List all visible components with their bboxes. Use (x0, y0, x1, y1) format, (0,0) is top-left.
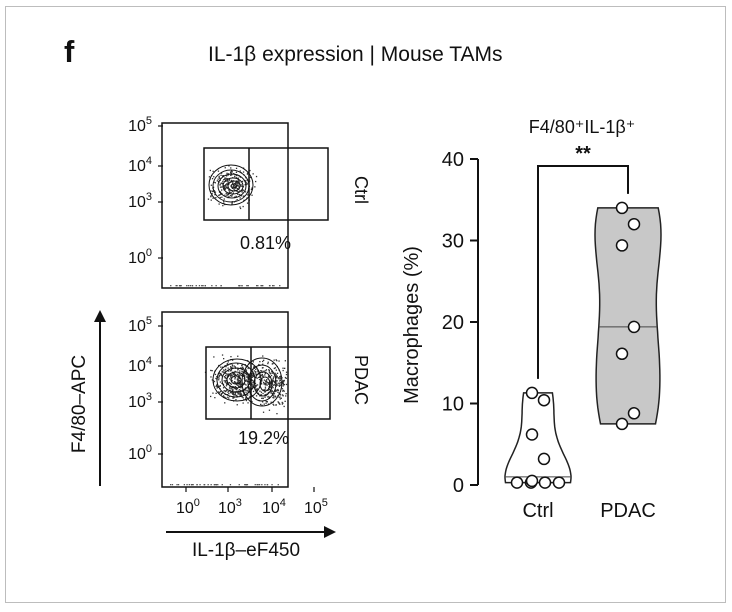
contour-plot (208, 164, 254, 206)
y-axis-label: Macrophages (%) (401, 246, 423, 404)
flow-x-axis-arrow (166, 526, 336, 538)
y-tick-label: 103 (128, 391, 152, 411)
y-tick-group: 105 104 103 100 (128, 115, 163, 267)
x-tick-labels: Ctrl PDAC (522, 500, 655, 522)
gate-rectangle (203, 147, 329, 221)
bracket-line (537, 165, 629, 379)
data-point (537, 452, 551, 466)
data-point (627, 407, 641, 420)
data-points (510, 201, 641, 489)
y-tick-label: 103 (128, 191, 152, 211)
data-point (552, 476, 566, 489)
violin-body-pdac (594, 207, 662, 425)
flow-x-axis-label: IL-1β–eF450 (192, 540, 300, 561)
data-point (510, 476, 524, 489)
y-tick-label: 105 (128, 115, 152, 135)
flow-y-axis-label: F4/80–APC (69, 355, 90, 453)
contour-plot (212, 357, 283, 407)
data-point (615, 347, 629, 361)
y-tick-label: 100 (128, 443, 152, 463)
data-point (627, 320, 641, 334)
y-tick-group: 105 104 103 100 (128, 315, 163, 463)
data-point (525, 428, 539, 441)
flow-y-axis-arrow (94, 310, 106, 486)
data-point (615, 417, 629, 431)
data-point (615, 239, 629, 252)
data-point (615, 201, 629, 215)
flow-plot-frame (161, 122, 289, 289)
sample-label: Ctrl (351, 176, 371, 204)
flow-plot-ctrl: 105 104 103 100 0.81% Ctrl (128, 115, 371, 289)
significance-label: ** (575, 143, 591, 165)
x-tick-label: 104 (262, 497, 286, 517)
chart-title: F4/80⁺IL-1β⁺ (529, 117, 635, 137)
y-tick-label: 10 (442, 394, 464, 416)
y-tick-label: 104 (128, 155, 152, 175)
y-tick-label: 100 (128, 247, 152, 267)
significance-bracket (537, 165, 629, 379)
x-tick-label: 105 (304, 497, 328, 517)
data-point (525, 474, 539, 488)
y-tick-label: 0 (453, 475, 464, 497)
y-tick-label: 40 (442, 149, 464, 171)
x-tick-label: 103 (218, 497, 242, 517)
y-tick-label: 105 (128, 315, 152, 335)
data-point (537, 393, 551, 407)
y-tick-label: 104 (128, 355, 152, 375)
y-tick-group: 0 10 20 30 40 (442, 149, 478, 497)
event-dots (170, 165, 281, 287)
data-point (538, 476, 552, 489)
violin-body-ctrl (504, 392, 572, 484)
gate-percent: 0.81% (240, 233, 291, 253)
y-tick-label: 30 (442, 231, 464, 253)
x-tick-label: PDAC (600, 500, 656, 522)
gate-rectangle (205, 346, 331, 420)
y-tick-label: 20 (442, 312, 464, 334)
flow-plot-frame (161, 311, 289, 488)
figure-title: IL-1β expression | Mouse TAMs (208, 43, 503, 66)
data-point (627, 217, 641, 231)
event-dots (170, 354, 288, 486)
x-tick-label: Ctrl (522, 500, 553, 522)
data-point (525, 386, 539, 400)
violin-chart: F4/80⁺IL-1β⁺ Macrophages (%) 0 10 20 30 40 C… (401, 117, 662, 522)
sample-label: PDAC (351, 355, 371, 405)
violin-bodies (504, 207, 662, 484)
flow-plot-pdac: 105 104 103 100 100 103 104 105 19.2% PDAC (128, 311, 371, 517)
x-tick-label: 100 (176, 497, 200, 517)
gate-percent: 19.2% (238, 428, 289, 448)
panel-label: f (64, 34, 75, 69)
x-tick-group: 100 103 104 105 (176, 487, 328, 517)
